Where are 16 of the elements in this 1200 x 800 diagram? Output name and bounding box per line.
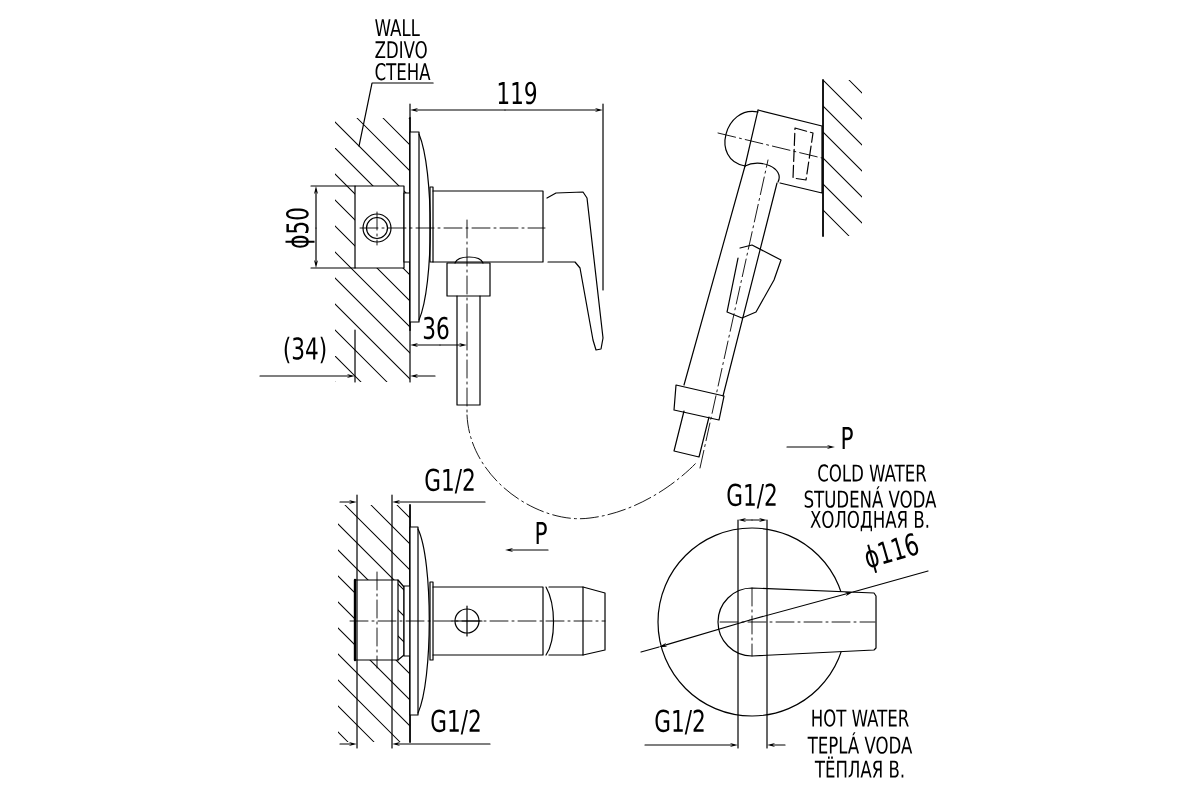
water-label: STUDENÁ VODA — [804, 486, 937, 508]
dimension-label: G1/2 — [425, 468, 474, 494]
dimension-label: 119 — [498, 81, 537, 105]
leader-line — [358, 82, 434, 147]
water-label: ХОЛОДНАЯ В. — [810, 510, 929, 532]
wall-label: WALL ZDIVO СТЕНА — [375, 19, 431, 81]
dimension-label: G1/2 — [727, 483, 776, 509]
dimension-label: G1/2 — [655, 709, 704, 735]
water-label: TEPLÁ VODA — [807, 732, 913, 754]
water-label: COLD WATER — [818, 464, 927, 482]
flow-label: P — [536, 522, 547, 544]
water-label: HOT WATER — [812, 709, 909, 727]
dimension-label: ϕ116 — [865, 533, 919, 573]
flow-label: P — [842, 427, 853, 449]
water-label: ТЁПЛАЯ В. — [814, 756, 904, 778]
dimension-label: G1/2 — [431, 709, 480, 735]
